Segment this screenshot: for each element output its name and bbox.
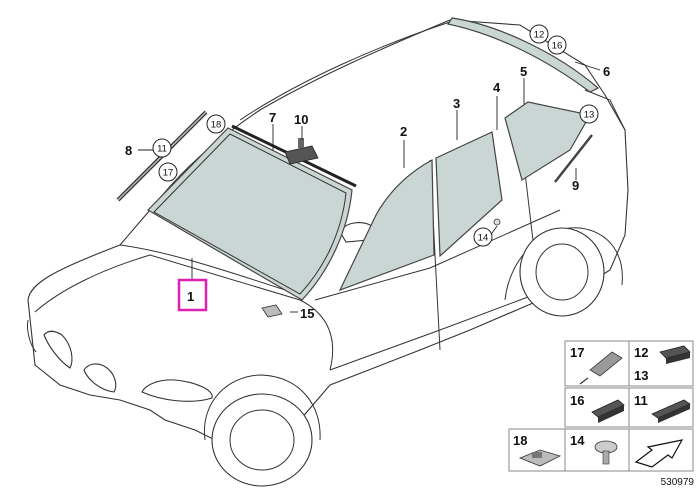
callout-7: 7 bbox=[269, 110, 276, 125]
callout-4: 4 bbox=[493, 80, 501, 95]
callout-15: 15 bbox=[300, 306, 314, 321]
svg-text:13: 13 bbox=[584, 110, 595, 121]
front-door-glass bbox=[338, 159, 435, 292]
legend-12: 12 bbox=[634, 345, 648, 360]
callout-9: 9 bbox=[572, 178, 579, 193]
strip-icon-16 bbox=[591, 399, 625, 423]
callout-8: 8 bbox=[125, 143, 132, 158]
circled-callout-12: 12 bbox=[529, 24, 549, 44]
rear-roof-spoiler-glass bbox=[447, 17, 600, 93]
pad-icon-12 bbox=[659, 345, 691, 364]
legend-11: 11 bbox=[634, 393, 648, 408]
clip-14 bbox=[493, 218, 501, 226]
callouts: 1 2 3 4 5 6 7 8 9 10 15 18 11 17 12 16 bbox=[125, 24, 610, 321]
callout-6: 6 bbox=[603, 64, 610, 79]
circled-callout-17: 17 bbox=[158, 162, 178, 182]
windshield bbox=[147, 127, 353, 301]
circled-callout-18: 18 bbox=[206, 114, 226, 134]
svg-text:16: 16 bbox=[552, 41, 563, 52]
next-page-arrow-icon bbox=[634, 439, 684, 468]
legend-18: 18 bbox=[513, 433, 527, 448]
legend-13: 13 bbox=[634, 368, 648, 383]
screw-icon-14 bbox=[594, 440, 618, 465]
svg-text:12: 12 bbox=[534, 30, 545, 41]
callout-5: 5 bbox=[520, 64, 527, 79]
svg-text:11: 11 bbox=[157, 144, 167, 155]
parts-legend: 17 12 13 16 11 18 14 bbox=[508, 340, 694, 472]
highlight-box-1 bbox=[177, 278, 208, 312]
legend-16: 16 bbox=[570, 393, 584, 408]
bracket-icon-18 bbox=[518, 449, 562, 467]
bracket-15 bbox=[261, 304, 283, 318]
diagram-id: 530979 bbox=[661, 477, 695, 488]
svg-text:18: 18 bbox=[211, 120, 222, 131]
callout-2: 2 bbox=[400, 124, 407, 139]
sensor-module-10 bbox=[284, 138, 319, 165]
callout-3: 3 bbox=[453, 96, 460, 111]
circled-callout-16: 16 bbox=[547, 35, 567, 55]
circled-callout-11: 11 bbox=[152, 138, 172, 158]
strip-icon-11 bbox=[651, 399, 691, 423]
circled-callout-14: 14 bbox=[473, 227, 493, 247]
svg-text:17: 17 bbox=[163, 168, 174, 179]
callout-10: 10 bbox=[294, 112, 308, 127]
svg-text:14: 14 bbox=[478, 233, 489, 244]
rear-quarter-glass bbox=[504, 101, 591, 181]
legend-17: 17 bbox=[570, 345, 584, 360]
circled-callout-13: 13 bbox=[579, 104, 599, 124]
legend-14: 14 bbox=[570, 433, 585, 448]
rear-door-glass bbox=[435, 131, 503, 258]
clip-icon-17 bbox=[579, 351, 623, 385]
frame-strip-9 bbox=[554, 134, 593, 183]
callout-1: 1 bbox=[187, 289, 194, 304]
